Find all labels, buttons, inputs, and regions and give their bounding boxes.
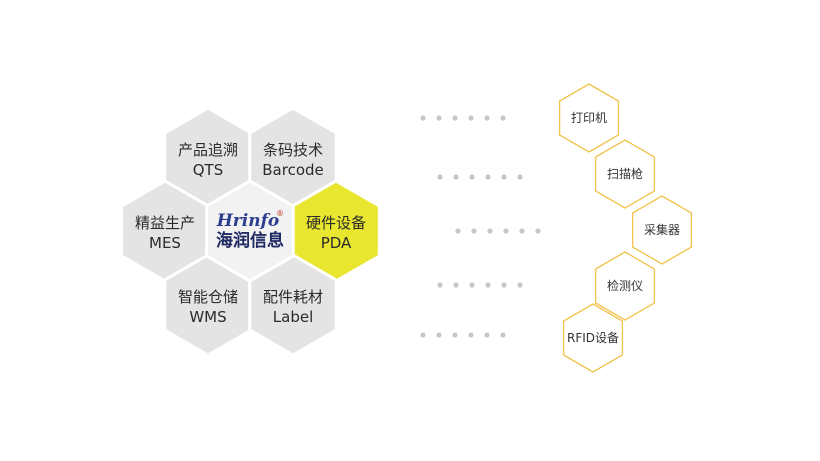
connector-dot [453, 174, 459, 180]
connector-dot [500, 332, 506, 338]
connector-dot [517, 174, 523, 180]
hex-qts-title: 产品追溯 [178, 141, 238, 159]
hex-mes-subtitle: MES [149, 234, 181, 252]
logo-name-en: Hrinfo [216, 211, 280, 231]
connector-dot [420, 115, 426, 121]
device-collector: 采集器 [631, 195, 693, 265]
connector-dot [503, 228, 509, 234]
hex-logo-shape [205, 179, 295, 283]
connector-dot [501, 282, 507, 288]
connector-dot [468, 115, 474, 121]
connector-dot [436, 332, 442, 338]
connector-dot [420, 332, 426, 338]
connector-dot [469, 282, 475, 288]
connector-dot [500, 115, 506, 121]
connector-dot [487, 228, 493, 234]
connector-dot [455, 228, 461, 234]
device-rfid-shape [562, 303, 624, 373]
device-scanner-label: 扫描枪 [607, 166, 643, 181]
connector-dot [485, 174, 491, 180]
device-collector-label: 采集器 [644, 222, 680, 237]
hex-wms-title: 智能仓储 [178, 288, 238, 306]
hex-cluster: 产品追溯 QTS 条码技术 Barcode 精益生产 MES 硬件设备 PDA 智能仓储 WMS 配… [120, 106, 381, 357]
connector-dot [519, 228, 525, 234]
connector-dot [501, 174, 507, 180]
connector-dot [468, 332, 474, 338]
hex-label-title: 配件耗材 [263, 288, 323, 306]
device-collector-shape [631, 195, 693, 265]
hex-barcode: 条码技术 Barcode [248, 106, 338, 210]
hex-mes-title: 精益生产 [135, 214, 195, 232]
device-scanner-shape [594, 139, 656, 209]
connector-dot [437, 174, 443, 180]
hex-wms-subtitle: WMS [189, 308, 226, 326]
device-printer: 打印机 [558, 83, 620, 153]
hex-qts-subtitle: QTS [193, 161, 224, 179]
logo-name-cn: 海润信息 [216, 230, 284, 251]
hex-logo: Hrinfo® 海润信息 [205, 179, 295, 283]
connector-dot [485, 282, 491, 288]
device-printer-shape [558, 83, 620, 153]
connector-dot [471, 228, 477, 234]
hex-pda-title: 硬件设备 [306, 214, 366, 232]
device-printer-label: 打印机 [571, 111, 607, 125]
device-rfid-label: RFID设备 [567, 331, 619, 345]
hex-barcode-subtitle: Barcode [262, 161, 324, 179]
connector-dot [469, 174, 475, 180]
logo-registered-mark: ® [276, 209, 284, 218]
device-tester-shape [594, 251, 656, 321]
connector-dot [452, 115, 458, 121]
hex-label-subtitle: Label [273, 308, 313, 326]
connector-dot [436, 115, 442, 121]
connector-dot [535, 228, 541, 234]
connector-dot [453, 282, 459, 288]
device-scanner: 扫描枪 [594, 139, 656, 209]
connector-dot [437, 282, 443, 288]
hex-pda-subtitle: PDA [321, 234, 352, 252]
connector-dot [484, 332, 490, 338]
device-tester: 检测仪 [594, 251, 656, 321]
connector-dot [517, 282, 523, 288]
connector-dot [484, 115, 490, 121]
device-rfid: RFID设备 [562, 303, 624, 373]
device-tester-label: 检测仪 [607, 278, 643, 293]
hex-wms: 智能仓储 WMS [163, 253, 253, 357]
connector-dots [420, 115, 541, 338]
connector-dot [452, 332, 458, 338]
hex-barcode-title: 条码技术 [263, 141, 323, 159]
